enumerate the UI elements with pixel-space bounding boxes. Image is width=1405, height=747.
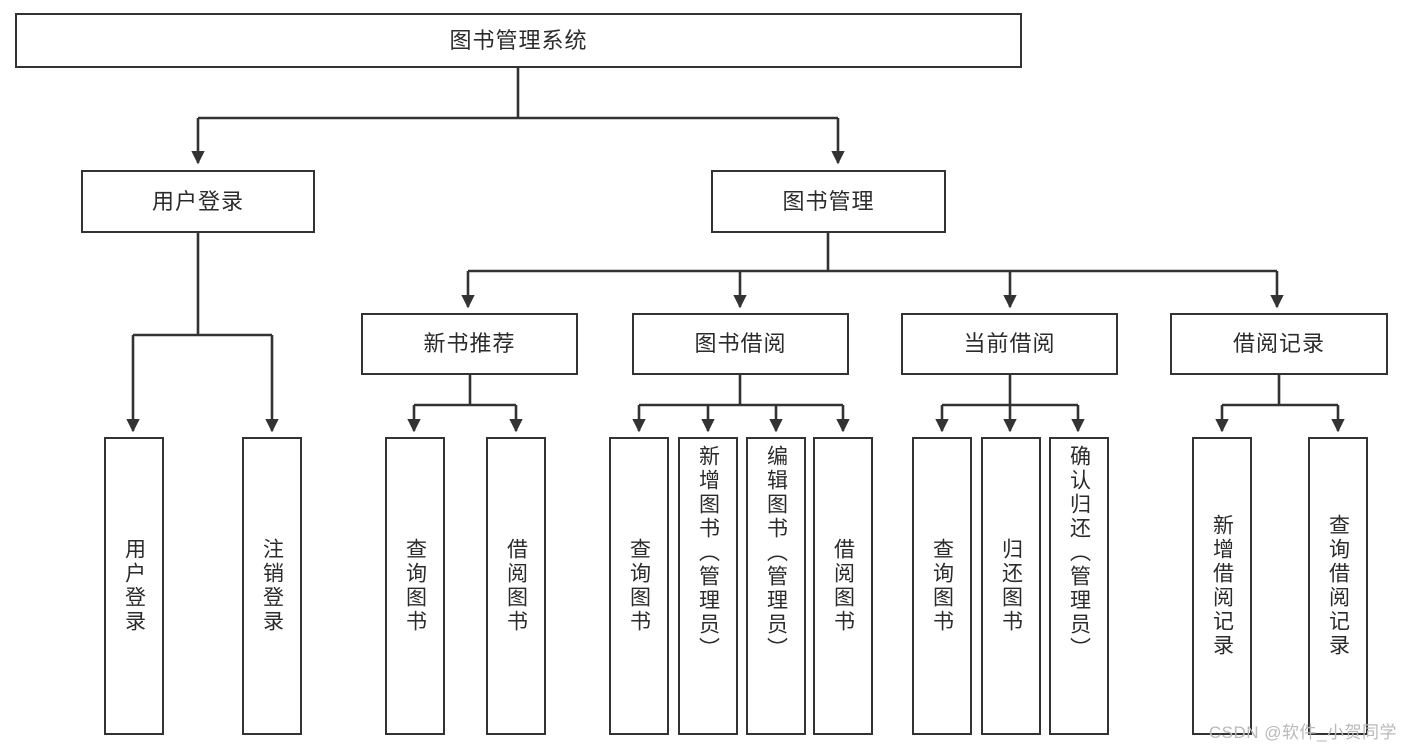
leaf-label: 查询借阅记录 bbox=[1326, 514, 1350, 658]
node-book-borrow-label: 图书借阅 bbox=[694, 331, 787, 357]
leaf-label: 注销登录 bbox=[260, 538, 284, 634]
leaf-user-login-login[interactable]: 用户登录 bbox=[104, 437, 164, 735]
leaf-label: 用户登录 bbox=[122, 538, 146, 634]
node-book-borrow[interactable]: 图书借阅 bbox=[632, 313, 849, 375]
leaf-current-return-book[interactable]: 归还图书 bbox=[981, 437, 1041, 735]
leaf-label: 编辑图书（管理员） bbox=[764, 445, 788, 661]
leaf-borrow-borrow-book[interactable]: 借阅图书 bbox=[813, 437, 873, 735]
leaf-label: 新增图书（管理员） bbox=[696, 445, 720, 661]
node-borrow-record-label: 借阅记录 bbox=[1232, 331, 1325, 357]
node-root[interactable]: 图书管理系统 bbox=[15, 13, 1022, 68]
leaf-borrow-query-book[interactable]: 查询图书 bbox=[609, 437, 669, 735]
node-root-label: 图书管理系统 bbox=[449, 27, 588, 53]
node-borrow-record[interactable]: 借阅记录 bbox=[1170, 313, 1388, 375]
node-user-login-label: 用户登录 bbox=[151, 188, 244, 214]
leaf-current-confirm-return-admin[interactable]: 确认归还（管理员） bbox=[1049, 437, 1109, 735]
node-book-management-label: 图书管理 bbox=[782, 188, 875, 214]
node-current-borrow[interactable]: 当前借阅 bbox=[901, 313, 1118, 375]
node-user-login[interactable]: 用户登录 bbox=[81, 170, 315, 233]
node-new-book-recommend[interactable]: 新书推荐 bbox=[361, 313, 578, 375]
leaf-label: 查询图书 bbox=[627, 538, 651, 634]
leaf-new-book-query[interactable]: 查询图书 bbox=[385, 437, 445, 735]
leaf-record-query-record[interactable]: 查询借阅记录 bbox=[1308, 437, 1368, 735]
leaf-label: 新增借阅记录 bbox=[1210, 514, 1234, 658]
leaf-borrow-edit-book-admin[interactable]: 编辑图书（管理员） bbox=[746, 437, 806, 735]
leaf-label: 借阅图书 bbox=[504, 538, 528, 634]
leaf-borrow-add-book-admin[interactable]: 新增图书（管理员） bbox=[678, 437, 738, 735]
node-book-management[interactable]: 图书管理 bbox=[711, 170, 946, 233]
leaf-label: 查询图书 bbox=[403, 538, 427, 634]
leaf-user-login-logout[interactable]: 注销登录 bbox=[242, 437, 302, 735]
leaf-label: 确认归还（管理员） bbox=[1067, 445, 1091, 661]
leaf-current-query-book[interactable]: 查询图书 bbox=[912, 437, 972, 735]
leaf-label: 借阅图书 bbox=[831, 538, 855, 634]
leaf-record-add-record[interactable]: 新增借阅记录 bbox=[1192, 437, 1252, 735]
leaf-new-book-borrow[interactable]: 借阅图书 bbox=[486, 437, 546, 735]
leaf-label: 查询图书 bbox=[930, 538, 954, 634]
node-current-borrow-label: 当前借阅 bbox=[963, 331, 1056, 357]
leaf-label: 归还图书 bbox=[999, 538, 1023, 634]
node-new-book-recommend-label: 新书推荐 bbox=[423, 331, 516, 357]
